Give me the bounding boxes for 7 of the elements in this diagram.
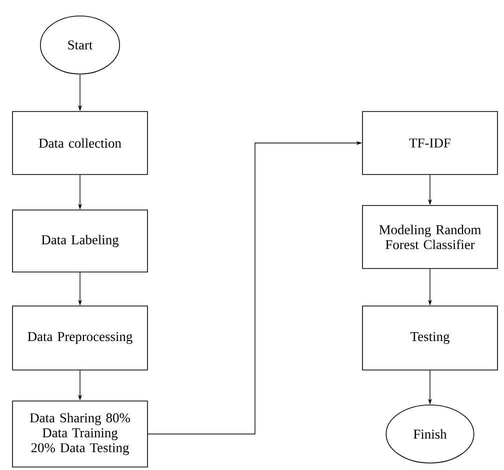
process-box: Data Labeling: [12, 210, 148, 272]
process-box: Data Preprocessing: [12, 306, 148, 370]
process-box: Testing: [362, 306, 498, 370]
process-box: Data Sharing 80% Data Training 20% Data Testing: [12, 400, 148, 468]
process-box: Modeling Random Forest Classifier: [362, 205, 498, 269]
process-box: TF-IDF: [362, 111, 498, 175]
process-box: Data collection: [12, 111, 148, 175]
